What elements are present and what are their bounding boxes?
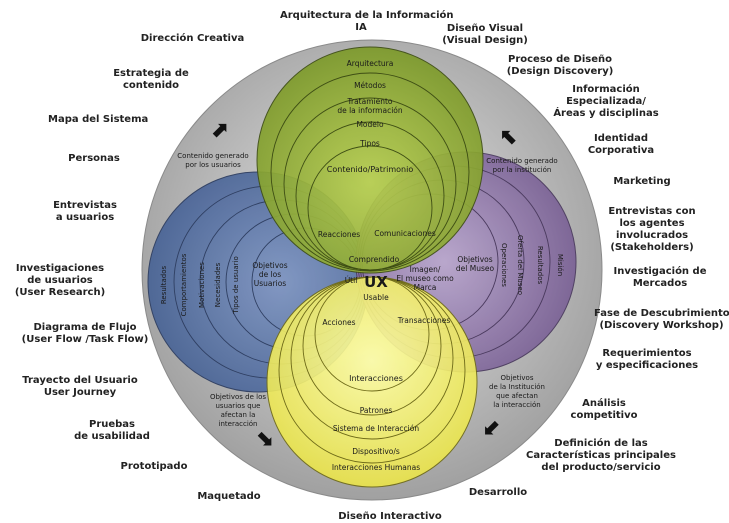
label-diseno-visual: Diseño Visual(Visual Design): [442, 23, 528, 46]
blue-ring-tipos-usuario: Tipos de usuario: [232, 256, 240, 315]
label-maquetado: Maquetado: [197, 491, 261, 502]
blue-ring-resultados: Resultados: [160, 266, 168, 305]
annotation-objetivos-usuarios-3: afectan la: [221, 411, 256, 419]
blue-ring-motivaciones: Motivaciones: [198, 262, 206, 308]
label-fase-descubrimiento: Fase de Descubrimiento(Discovery Worksho…: [594, 308, 729, 331]
green-circle-group: [256, 46, 484, 274]
purple-ring-oferta: Oferta del Museo: [516, 235, 524, 295]
center-usable: Usable: [363, 293, 389, 302]
annotation-objetivos-usuarios-4: interacción: [219, 420, 258, 428]
blue-ring-objetivos-2: de los: [259, 270, 281, 279]
annotation-objetivos-usuarios-2: usuarios que: [216, 402, 261, 410]
label-prototipado: Prototipado: [120, 461, 188, 472]
annotation-objetivos-institucion-3: que afectan: [496, 392, 538, 400]
overlap-comprendido: Comprendido: [349, 255, 400, 264]
label-diagrama-flujo: Diagrama de Flujo(User Flow /Task Flow): [21, 322, 149, 345]
annotation-objetivos-institucion-1: Objetivos: [501, 374, 534, 382]
overlap-acciones: Acciones: [322, 318, 355, 327]
yellow-ring-dispositivo: Dispositivo/s: [352, 447, 400, 456]
green-ring-arquitectura: Arquitectura: [347, 59, 394, 68]
overlap-imagen-1: Imagen/: [410, 265, 441, 274]
annotation-contenido-usuarios-1: Contenido generado: [177, 152, 248, 160]
label-mapa-sistema: Mapa del Sistema: [48, 114, 149, 125]
annotation-objetivos-institucion-4: la interacción: [493, 401, 540, 409]
blue-ring-objetivos-3: Usuarios: [254, 279, 287, 288]
purple-ring-operaciones: Operaciones: [500, 243, 508, 287]
blue-ring-comportamientos: Comportamientos: [180, 253, 188, 316]
label-personas: Personas: [68, 153, 120, 164]
green-ring-metodos: Métodos: [354, 81, 386, 90]
label-diseno-interactivo: Diseño Interactivo: [338, 511, 442, 522]
annotation-contenido-institucion-1: Contenido generado: [486, 157, 557, 165]
arrow-top-left-icon: ⬈: [210, 118, 229, 143]
overlap-util: Útil: [345, 276, 358, 285]
purple-ring-objetivos-2: del Museo: [456, 264, 495, 273]
green-ring-tipos: Tipos: [359, 139, 380, 148]
annotation-objetivos-institucion-2: de la Institución: [489, 383, 545, 391]
green-ring-tratamiento-1: Tratamiento: [347, 97, 393, 106]
overlap-reacciones: Reacciones: [318, 230, 360, 239]
annotation-contenido-institucion-2: por la institución: [493, 166, 552, 174]
purple-ring-resultados: Resultados: [536, 246, 544, 285]
label-desarrollo: Desarrollo: [468, 487, 528, 498]
green-ring-modelo: Modelo: [356, 120, 384, 129]
annotation-contenido-usuarios-2: por los usuarios: [185, 161, 241, 169]
green-ring-contenido: Contenido/Patrimonio: [327, 165, 414, 174]
annotation-objetivos-usuarios-1: Objetivos de los: [210, 393, 266, 401]
yellow-ring-patrones: Patrones: [360, 406, 393, 415]
purple-ring-objetivos-1: Objetivos: [457, 255, 492, 264]
label-direccion-creativa: Dirección Creativa: [140, 33, 245, 44]
blue-ring-objetivos-1: Objetivos: [252, 261, 287, 270]
overlap-imagen-3: Marca: [414, 283, 437, 292]
blue-ring-necesidades: Necesidades: [214, 262, 222, 307]
green-ring-tratamiento-2: de la información: [337, 106, 403, 115]
arrow-bottom-left-icon: ⬊: [255, 426, 274, 451]
label-marketing: Marketing: [613, 176, 671, 187]
overlap-imagen-2: El museo como: [396, 274, 454, 283]
center-ux: UX: [364, 273, 388, 291]
yellow-ring-sistema: Sistema de Interacción: [333, 424, 419, 433]
yellow-circle-group: [266, 276, 478, 488]
yellow-ring-interacciones-humanas: Interacciones Humanas: [332, 463, 420, 472]
purple-ring-mision: Misión: [556, 254, 564, 276]
arrow-top-right-icon: ⬉: [500, 125, 519, 150]
yellow-ring-interacciones: Interacciones: [349, 374, 403, 383]
overlap-comunicaciones: Comunicaciones: [374, 229, 436, 238]
arrow-bottom-right-icon: ⬋: [483, 415, 502, 440]
overlap-transacciones: Transacciones: [397, 316, 451, 325]
label-proceso-diseno: Proceso de Diseño(Design Discovery): [506, 54, 614, 77]
